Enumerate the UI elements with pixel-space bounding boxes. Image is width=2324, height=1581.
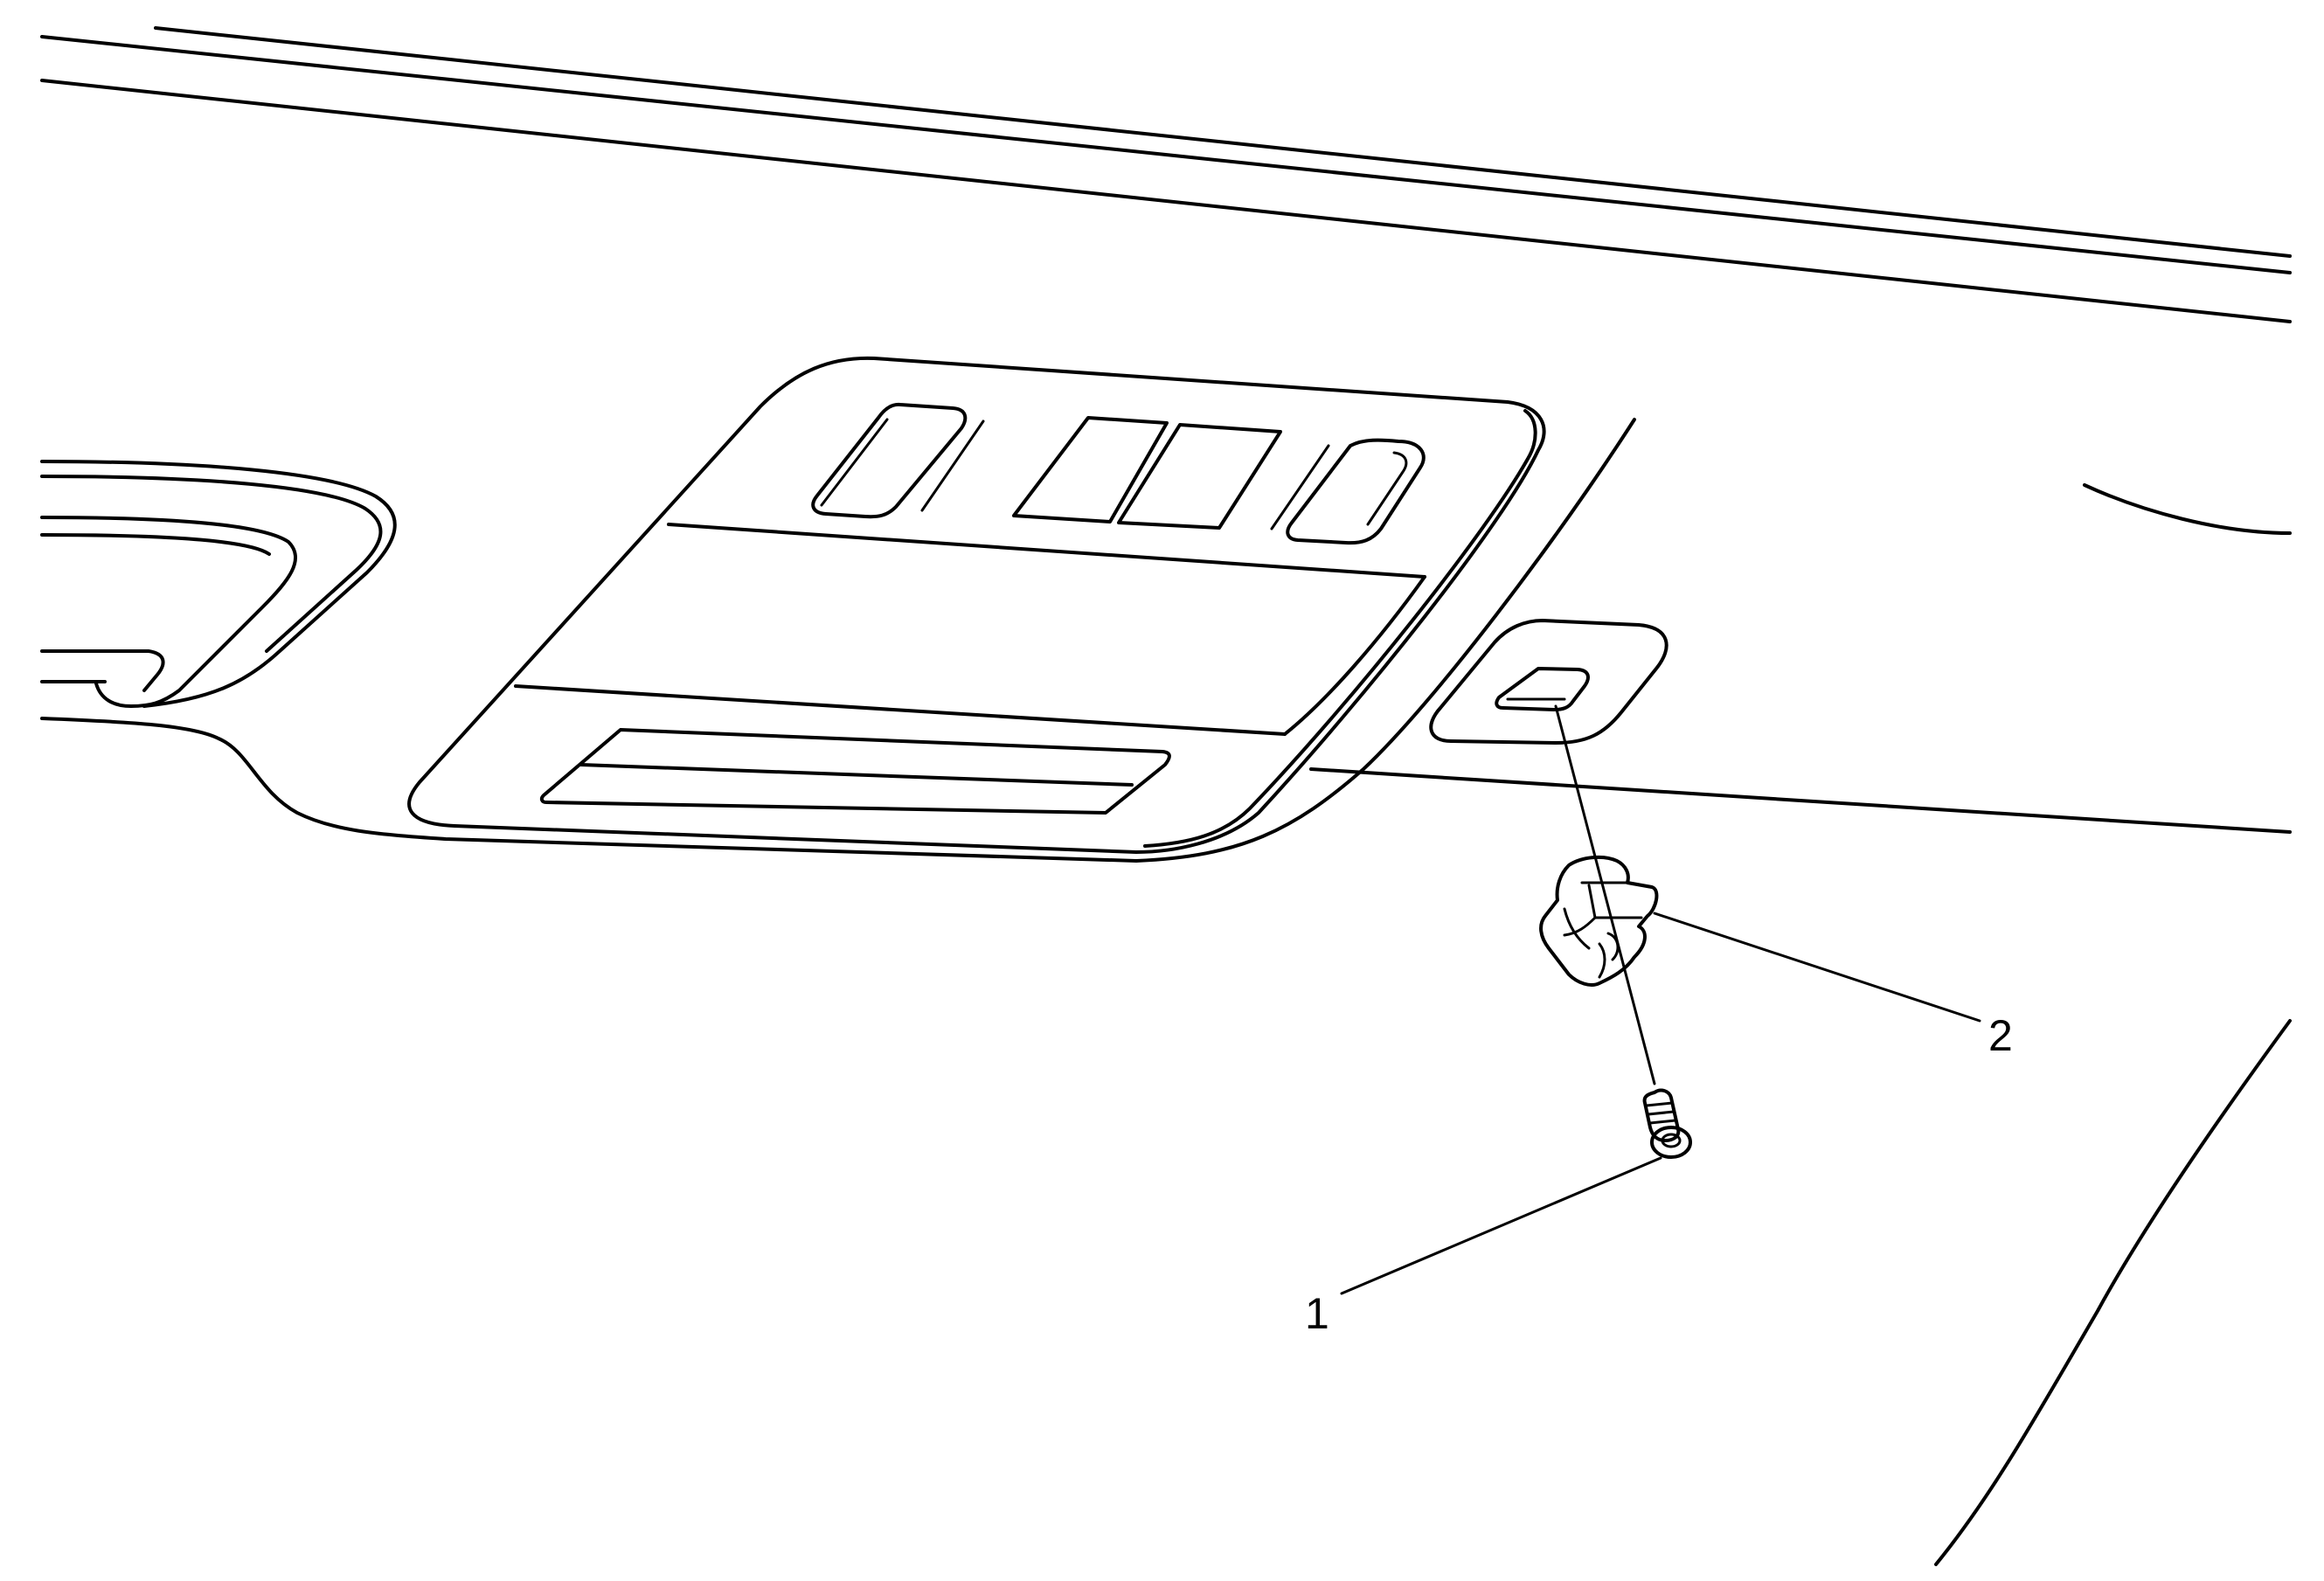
- headliner-edge: [40, 418, 2292, 1566]
- callout-1: 1: [1305, 1289, 1329, 1338]
- clip-mount-recess: [1429, 619, 1668, 745]
- roof-edge-lines: [40, 26, 2292, 323]
- screw-fastener: [1642, 1088, 1692, 1159]
- overhead-console: [407, 356, 1546, 854]
- leader-line-2: [1653, 912, 1981, 1023]
- leader-lines: [1340, 912, 1981, 1295]
- sun-visor-left: [40, 460, 397, 708]
- callout-2: 2: [1988, 1011, 2013, 1060]
- leader-line-1: [1340, 1156, 1662, 1295]
- assembly-centerline: [1554, 704, 1656, 1085]
- retaining-clip: [1539, 855, 1659, 987]
